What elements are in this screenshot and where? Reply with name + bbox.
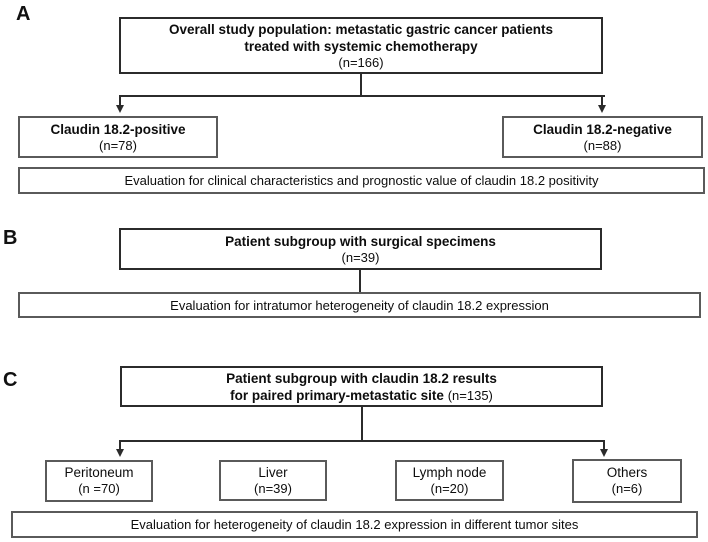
paired-site-line2-bold: for paired primary-metastatic site (230, 387, 444, 403)
eval-tumor-sites-box: Evaluation for heterogeneity of claudin … (11, 511, 698, 538)
site-box-lymph-node: Lymph node (n=20) (395, 460, 504, 501)
claudin-positive-title: Claudin 18.2-positive (50, 121, 186, 137)
connector-c-stem (361, 407, 363, 442)
connector-a-crossbar (119, 95, 605, 97)
connector-a-left-drop (119, 95, 121, 107)
site-lymph-node-title: Lymph node (412, 464, 487, 480)
eval-intratumor-text: Evaluation for intratumor heterogeneity … (170, 297, 549, 313)
arrow-down-icon (600, 449, 608, 457)
site-box-liver: Liver (n=39) (219, 460, 327, 501)
connector-a-right-drop (601, 95, 603, 107)
site-lymph-node-n: (n=20) (430, 480, 469, 496)
site-peritoneum-n: (n =70) (78, 481, 120, 496)
connector-c-crossbar (119, 440, 605, 442)
connector-c-left-drop (119, 440, 121, 450)
site-liver-n: (n=39) (254, 480, 292, 496)
panel-a-label: A (16, 3, 31, 25)
claudin-negative-box: Claudin 18.2-negative (n=88) (502, 116, 703, 158)
claudin-positive-box: Claudin 18.2-positive (n=78) (18, 116, 218, 158)
site-box-others: Others (n=6) (572, 459, 682, 503)
overall-population-line1: Overall study population: metastatic gas… (168, 21, 554, 37)
site-others-title: Others (606, 465, 648, 480)
surgical-specimens-box: Patient subgroup with surgical specimens… (119, 228, 602, 270)
connector-a-stem (360, 74, 362, 96)
claudin-negative-title: Claudin 18.2-negative (533, 121, 672, 137)
eval-tumor-sites-text: Evaluation for heterogeneity of claudin … (130, 517, 579, 532)
panel-c-label: C (3, 369, 18, 391)
overall-population-n: (n=166) (338, 54, 384, 70)
arrow-down-icon (116, 449, 124, 457)
overall-population-box: Overall study population: metastatic gas… (119, 17, 603, 74)
surgical-specimens-title: Patient subgroup with surgical specimens (225, 233, 496, 249)
panel-b-label: B (3, 227, 18, 249)
paired-site-line1: Patient subgroup with claudin 18.2 resul… (226, 370, 497, 386)
site-others-n: (n=6) (611, 481, 643, 496)
claudin-negative-n: (n=88) (583, 137, 622, 153)
connector-c-right-drop (603, 440, 605, 450)
paired-site-line2-n: (n=135) (447, 387, 493, 403)
overall-population-line2: treated with systemic chemotherapy (244, 38, 478, 54)
site-peritoneum-title: Peritoneum (64, 465, 134, 480)
paired-site-box: Patient subgroup with claudin 18.2 resul… (120, 366, 603, 407)
eval-intratumor-box: Evaluation for intratumor heterogeneity … (18, 292, 701, 318)
arrow-down-icon (598, 105, 606, 113)
claudin-positive-n: (n=78) (99, 137, 137, 153)
surgical-specimens-n: (n=39) (341, 249, 380, 265)
eval-clinical-text: Evaluation for clinical characteristics … (124, 173, 599, 188)
site-box-peritoneum: Peritoneum (n =70) (45, 460, 153, 502)
paired-site-line2: for paired primary-metastatic site (n=13… (230, 387, 493, 404)
site-liver-title: Liver (258, 464, 288, 480)
eval-clinical-box: Evaluation for clinical characteristics … (18, 167, 705, 194)
connector-b-stem (359, 270, 361, 292)
arrow-down-icon (116, 105, 124, 113)
